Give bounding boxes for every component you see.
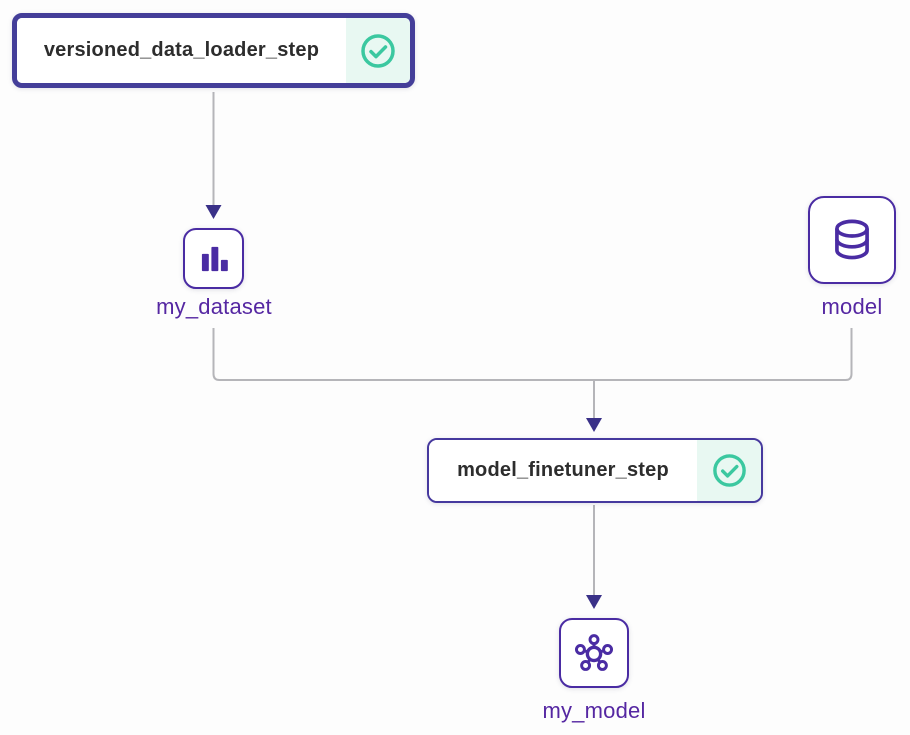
edge-step2-to-my-model — [586, 505, 602, 609]
artifact-label-my-dataset[interactable]: my_dataset — [156, 294, 272, 319]
bar-chart-icon — [201, 246, 228, 271]
check-circle-icon — [361, 33, 395, 68]
edge-artifacts-to-step2 — [212, 328, 853, 432]
step-label: versioned_data_loader_step — [43, 39, 320, 61]
step-status-badge — [697, 440, 761, 501]
check-circle-icon — [712, 454, 746, 487]
artifact-label-model[interactable]: model — [821, 294, 883, 319]
artifact-node-my-model[interactable] — [559, 618, 629, 688]
step-label-area: versioned_data_loader_step — [17, 18, 346, 83]
step-node-versioned-data-loader[interactable]: versioned_data_loader_step — [12, 13, 415, 88]
step-status-badge — [346, 18, 410, 83]
database-icon — [835, 219, 869, 260]
network-icon — [574, 634, 614, 671]
artifact-label-my-model[interactable]: my_model — [542, 698, 646, 723]
step-label-area: model_finetuner_step — [429, 440, 697, 501]
edge-step1-to-my-dataset — [205, 92, 222, 219]
artifact-node-my-dataset[interactable] — [183, 228, 244, 289]
step-label: model_finetuner_step — [457, 459, 669, 481]
step-node-model-finetuner[interactable]: model_finetuner_step — [427, 438, 763, 503]
artifact-node-model[interactable] — [808, 196, 896, 284]
